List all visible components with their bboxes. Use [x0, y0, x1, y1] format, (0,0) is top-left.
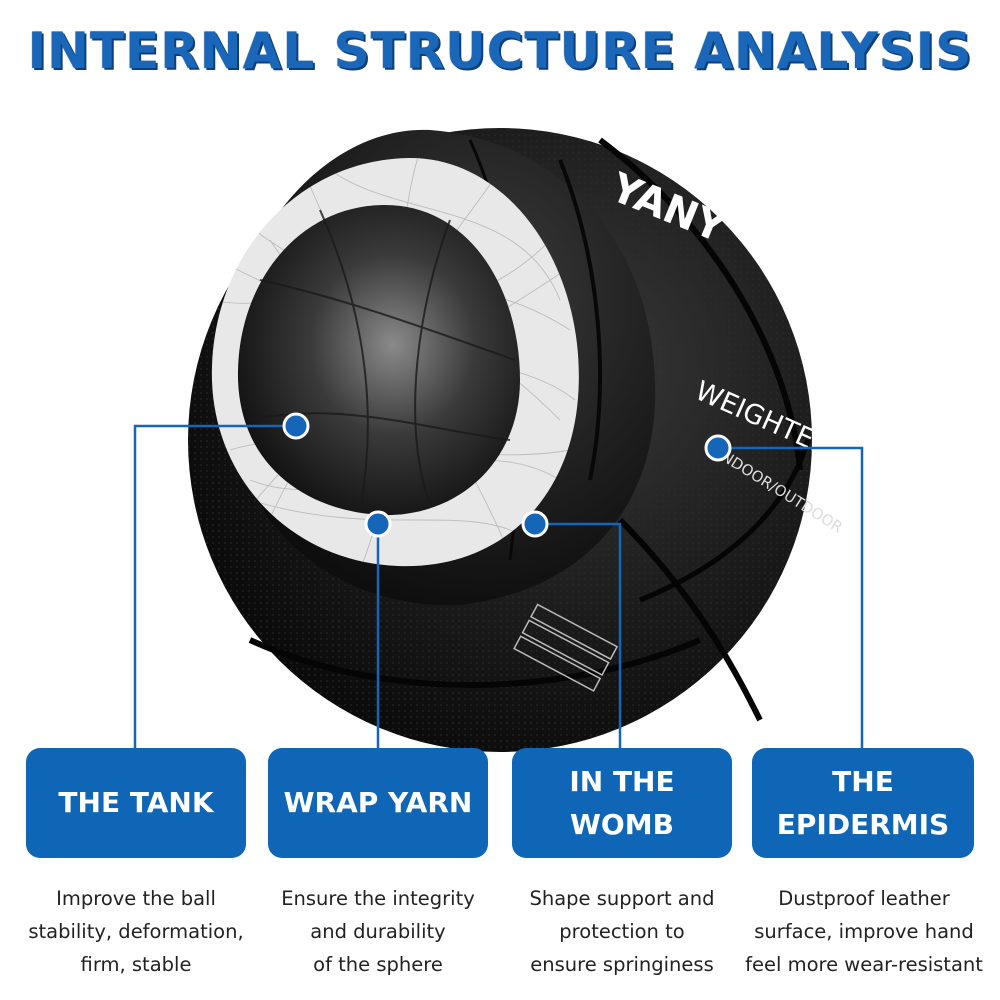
womb-connector	[535, 522, 622, 748]
wrap-yarn-description: Ensure the integrity and durability of t…	[262, 882, 494, 981]
page-title: INTERNAL STRUCTURE ANALYSIS	[27, 22, 973, 80]
epidermis-description: Dustproof leather surface, improve hand …	[744, 882, 984, 981]
wrap-yarn-desc-line: Ensure the integrity	[281, 887, 475, 910]
epidermis-desc-line: surface, improve hand	[754, 920, 974, 943]
tank-connector	[133, 424, 296, 748]
tank-label: THE TANK	[58, 786, 214, 820]
spec-panel	[513, 603, 619, 692]
wrap-yarn-label: WRAP YARN	[283, 786, 473, 820]
marker-dots	[282, 412, 732, 538]
tank-desc-line: firm, stable	[80, 953, 192, 976]
tank-description: Improve the ball stability, deformation,…	[20, 882, 252, 981]
womb-marker	[521, 510, 549, 538]
womb-desc-line: Shape support and	[529, 887, 715, 910]
epidermis-label-line-2: EPIDERMIS	[776, 808, 950, 841]
womb-label-box: IN THE WOMB	[512, 748, 732, 858]
epidermis-label-box: THE EPIDERMIS	[752, 748, 974, 858]
connector-lines	[133, 424, 864, 748]
epidermis-desc-line: Dustproof leather	[778, 887, 950, 910]
wrap-yarn-desc-line: of the sphere	[313, 953, 443, 976]
epidermis-marker	[704, 434, 732, 462]
womb-label-line-1: IN THE	[569, 764, 675, 798]
tank-desc-line: Improve the ball	[56, 887, 216, 910]
tank-label-box: THE TANK	[26, 748, 246, 858]
wrap-yarn-desc-line: and durability	[310, 920, 446, 943]
tank-desc-line: stability, deformation,	[28, 920, 244, 943]
womb-description: Shape support and protection to ensure s…	[506, 882, 738, 981]
yarn-marker	[364, 510, 392, 538]
epidermis-desc-line: feel more wear-resistant	[745, 953, 983, 976]
womb-desc-line: protection to	[559, 920, 685, 943]
epidermis-label-line-1: THE	[832, 764, 894, 798]
tank-layer	[237, 205, 520, 516]
tank-marker	[282, 412, 310, 440]
womb-label-line-2: WOMB	[570, 808, 674, 841]
wrap-yarn-label-box: WRAP YARN	[268, 748, 488, 858]
epidermis-connector	[718, 446, 864, 748]
womb-desc-line: ensure springiness	[530, 953, 714, 976]
